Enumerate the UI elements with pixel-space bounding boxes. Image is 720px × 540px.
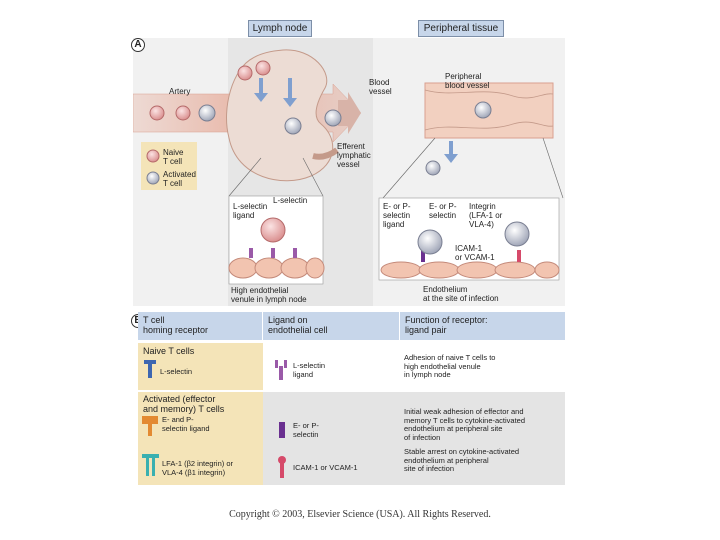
arrow-down-3: [444, 141, 458, 163]
icam-label: ICAM-1 or VCAM-1: [455, 244, 495, 262]
blood-vessel-label: Blood vessel: [369, 78, 392, 96]
artery-label: Artery: [169, 87, 191, 96]
col-header-receptor: T cell homing receptor: [138, 312, 263, 340]
act-function2-text: Stable arrest on cytokine-activated endo…: [404, 447, 520, 473]
peripheral-vessel-label: Peripheral blood vessel: [445, 72, 490, 90]
act-ligand2-text: ICAM-1 or VCAM-1: [293, 463, 358, 472]
lymph-naive-t-cell-1: [237, 65, 253, 81]
panel-a: A Artery Blood vessel Peripheral blood v…: [131, 38, 565, 306]
col-header-ligand: Ligand on endothelial cell: [263, 312, 400, 340]
l-selectin-receptor-icon: [144, 360, 156, 378]
legend-naive-label: Naive T cell: [163, 148, 184, 166]
lymph-activated-t-cell: [284, 117, 302, 135]
vessel-activated-t-cell-2: [425, 160, 441, 176]
e-p-selectin-icon: [279, 422, 285, 438]
artery-activated-t-cell: [198, 104, 216, 122]
l-selectin-ligand-icon: [275, 360, 287, 380]
efferent-activated-t-cell: [324, 109, 342, 127]
panel-a-illustration: [133, 38, 565, 306]
activated-section-title: Activated (effector and memory) T cells: [143, 394, 225, 414]
legend-activated-icon: [146, 171, 160, 185]
vessel-activated-t-cell: [474, 101, 492, 119]
naive-function-text: Adhesion of naive T cells to high endoth…: [404, 353, 496, 379]
efferent-lymphatic-label: Efferent lymphatic vessel: [337, 142, 371, 169]
arrow-down-2: [283, 78, 297, 107]
peripheral-endothelium: [380, 250, 560, 279]
e-p-selectin-label: E- or P- selectin: [429, 202, 457, 220]
act-receptor1-text: E- and P- selectin ligand: [162, 415, 210, 433]
l-selectin-label: L-selectin: [273, 196, 308, 205]
e-p-selectin-ligand-label: E- or P- selectin ligand: [383, 202, 411, 229]
l-selectin-ligand-label: L-selectin ligand: [233, 202, 268, 220]
endothelium-label: Endothelium at the site of infection: [423, 285, 499, 303]
panel-b-table: T cell homing receptor Ligand on endothe…: [138, 312, 565, 485]
copyright-notice: Copyright © 2003, Elsevier Science (USA)…: [229, 509, 491, 520]
hev-endothelium: [228, 248, 325, 279]
lfa1-integrin-icon: [142, 454, 159, 476]
hev-naive-t-cell: [260, 217, 286, 243]
activated-row-right-bg: [263, 392, 565, 485]
activated-row-left-bg: [138, 392, 263, 485]
integrin-label: Integrin (LFA-1 or VLA-4): [469, 202, 503, 229]
act-receptor2-text: LFA-1 (β2 integrin) or VLA-4 (β1 integri…: [162, 459, 234, 477]
panel-a-letter: A: [131, 38, 145, 52]
lymph-node-header: Lymph node: [248, 20, 312, 37]
artery-naive-t-cell-1: [149, 105, 165, 121]
naive-receptor-text: L-selectin: [160, 367, 193, 376]
act-function1-text: Initial weak adhesion of effector and me…: [404, 407, 526, 442]
legend-naive-icon: [146, 149, 160, 163]
naive-row-right-bg: [263, 343, 565, 390]
artery-naive-t-cell-2: [175, 105, 191, 121]
peripheral-activated-t-cell-1: [417, 229, 443, 255]
peripheral-activated-t-cell-2: [504, 221, 530, 247]
icam1-icon: [278, 456, 286, 478]
panel-b-icons: [142, 360, 287, 478]
hev-label: High endothelial venule in lymph node: [231, 286, 307, 304]
naive-row-left-bg: [138, 343, 263, 390]
efferent-lymphatic-vessel: [312, 147, 339, 160]
e-p-selectin-ligand-icon: [142, 416, 158, 436]
naive-ligand-text: L-selectin ligand: [293, 361, 326, 379]
lymph-node-shape: [226, 49, 334, 182]
lymph-naive-t-cell-2: [255, 60, 271, 76]
col-header-function: Function of receptor: ligand pair: [400, 312, 565, 340]
act-ligand1-text: E- or P- selectin: [293, 421, 319, 439]
legend-activated-label: Activated T cell: [163, 170, 196, 188]
blood-vessel-arrow: [338, 92, 361, 134]
peripheral-tissue-header: Peripheral tissue: [418, 20, 504, 37]
naive-section-title: Naive T cells: [143, 346, 195, 356]
arrow-down-1: [254, 78, 268, 102]
